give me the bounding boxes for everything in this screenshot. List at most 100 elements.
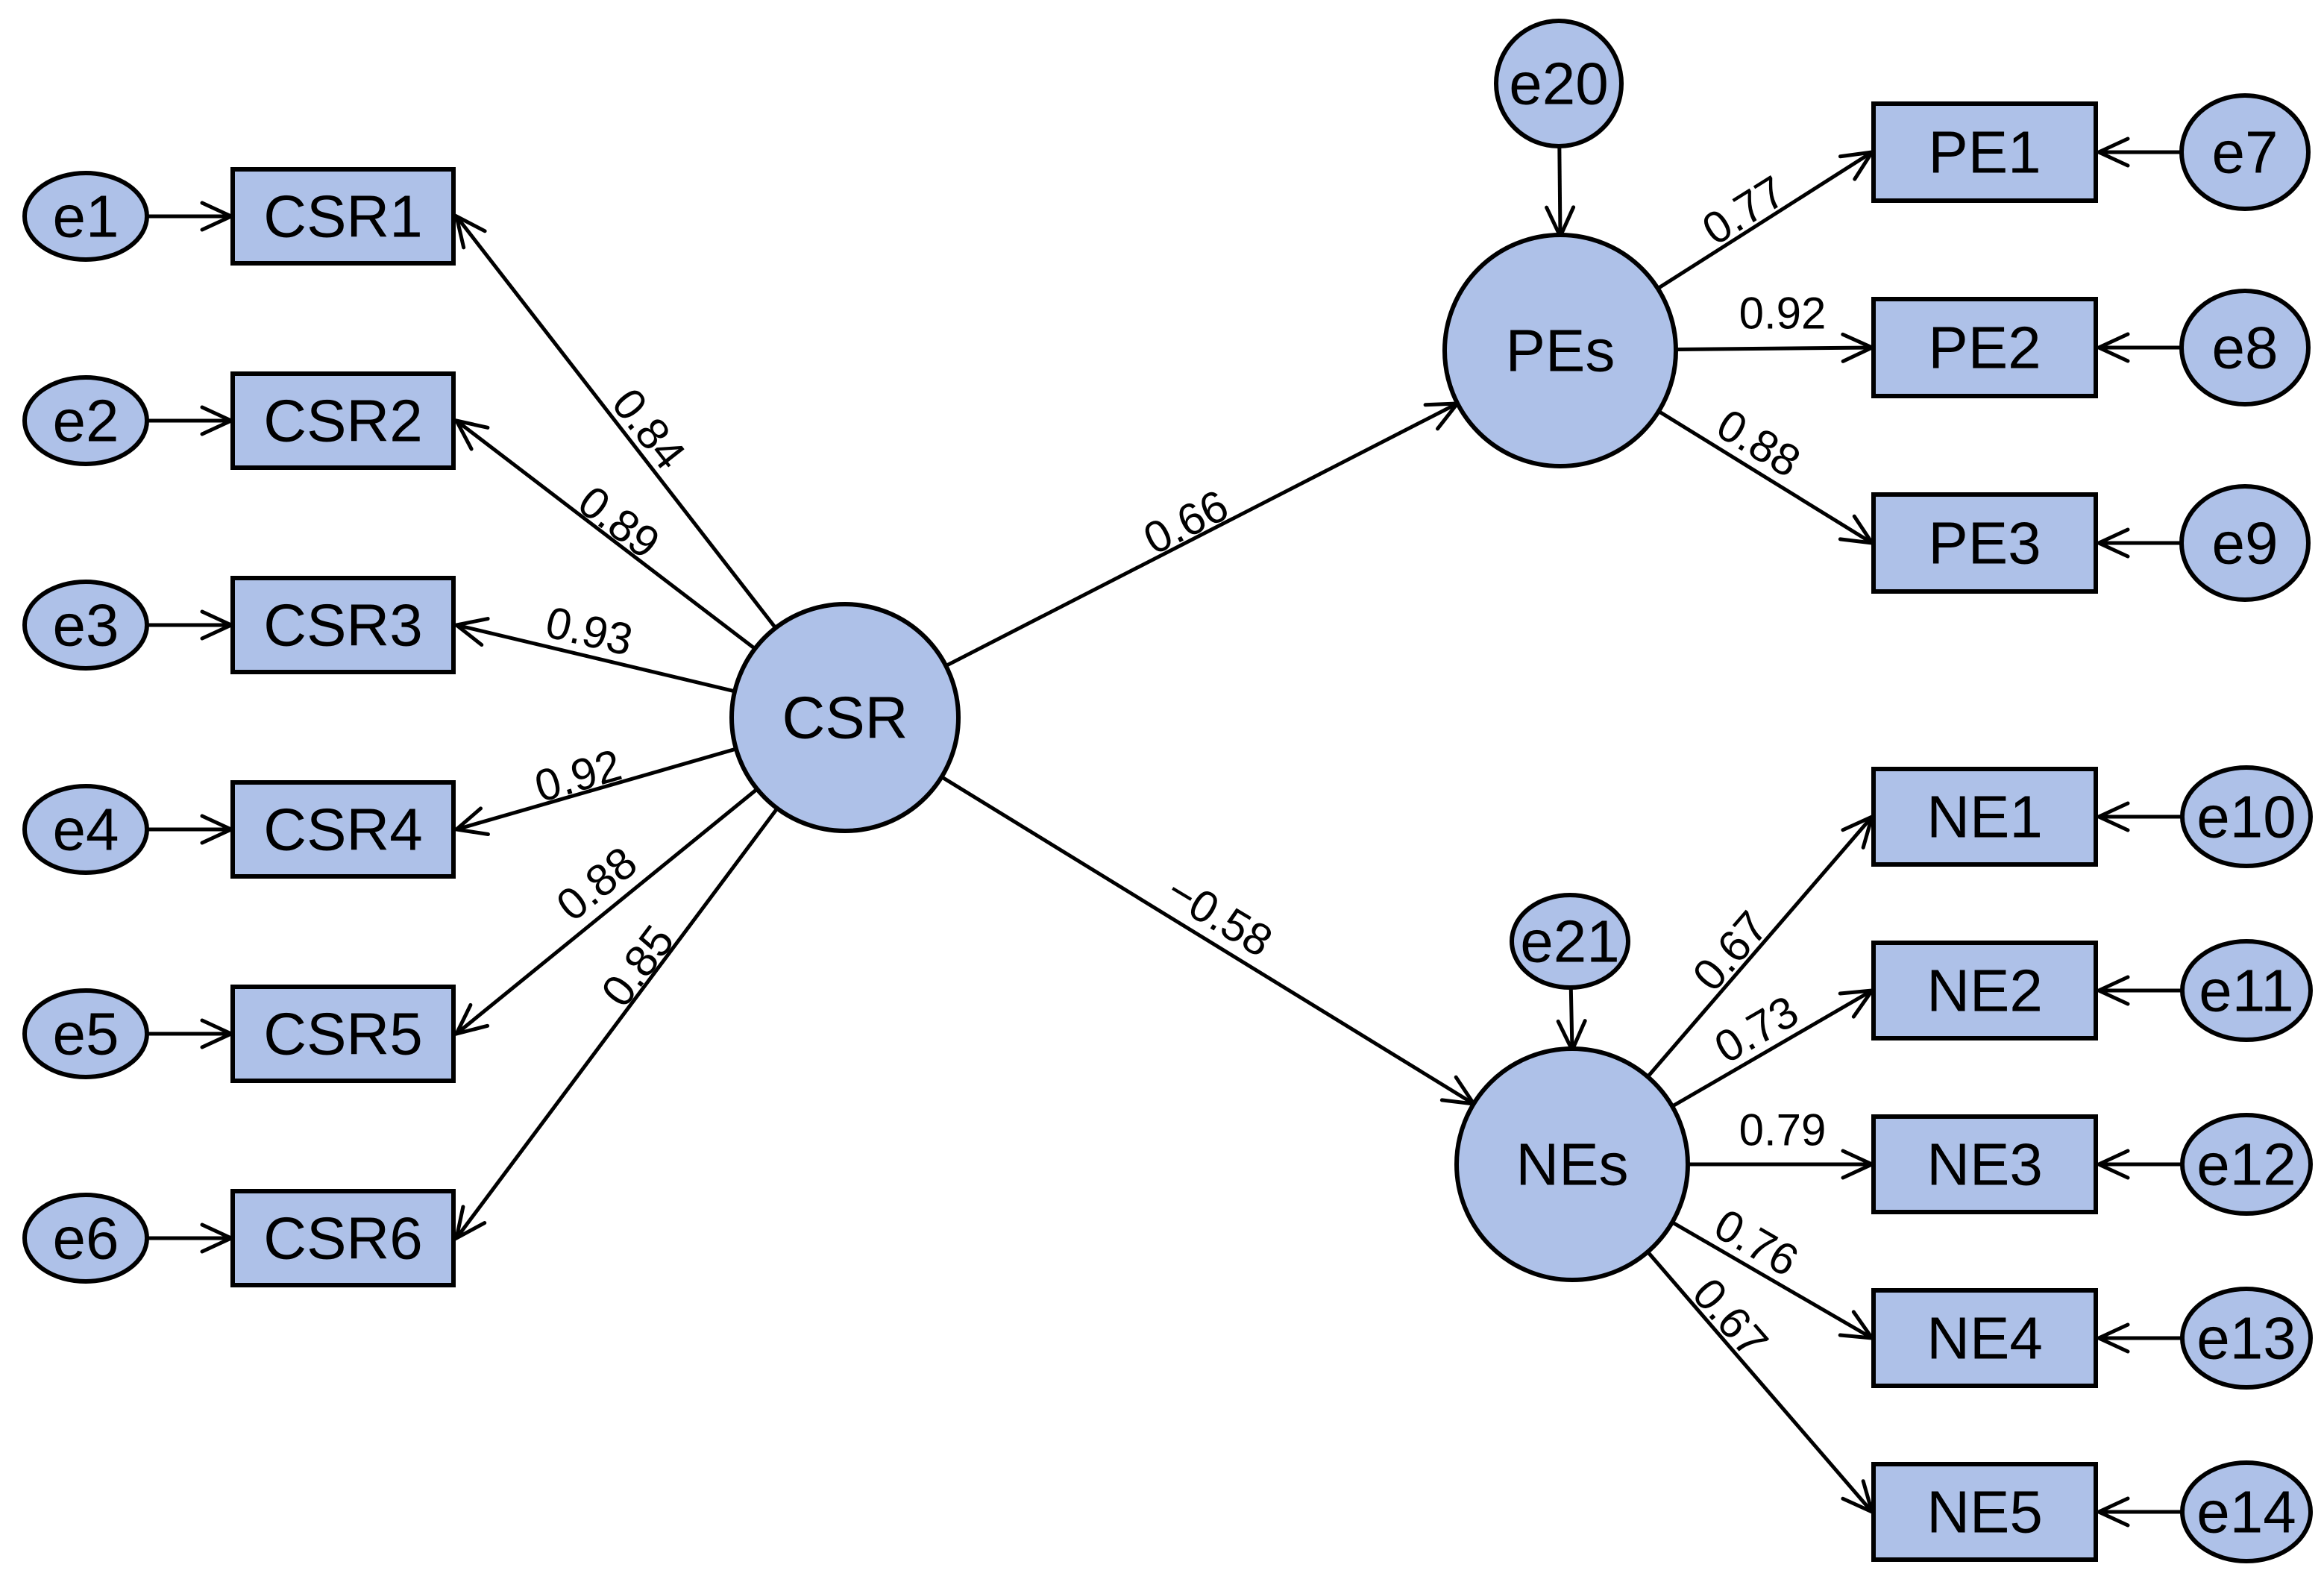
error-label-e12: e12 (2196, 1131, 2296, 1198)
error-label-e13: e13 (2196, 1305, 2296, 1372)
error-node-e6: e6 (22, 1193, 149, 1284)
error-node-e12: e12 (2180, 1113, 2313, 1216)
indicator-node-CSR2: CSR2 (230, 371, 456, 470)
error-node-e2: e2 (22, 375, 149, 466)
error-ellipse-e6 (22, 1193, 149, 1284)
error-label-e21: e21 (1520, 908, 1619, 975)
indicator-label-CSR6: CSR6 (263, 1205, 422, 1272)
error-ellipse-e2 (22, 375, 149, 466)
indicator-node-PE2: PE2 (1871, 297, 2098, 398)
indicator-rect-NE4 (1871, 1288, 2098, 1388)
indicator-label-CSR5: CSR5 (263, 1001, 422, 1067)
coefficient-label-csr-to-pes: 0.66 (1136, 480, 1236, 565)
error-label-e5: e5 (53, 1001, 119, 1067)
indicator-rect-NE1 (1871, 767, 2098, 867)
coefficient-label-pes-to-pe2: 0.92 (1739, 289, 1827, 339)
indicator-node-NE1: NE1 (1871, 767, 2098, 867)
error-ellipse-e21 (1510, 893, 1630, 990)
error-label-e3: e3 (53, 592, 119, 659)
indicator-node-CSR1: CSR1 (230, 167, 456, 266)
error-label-e14: e14 (2196, 1479, 2296, 1545)
indicator-label-NE2: NE2 (1926, 958, 2043, 1024)
error-label-e9: e9 (2212, 510, 2279, 577)
indicator-label-PE3: PE3 (1928, 510, 2041, 577)
coefficient-label-csr-to-csr5: 0.88 (547, 837, 647, 931)
coefficient-label-pes-to-pe1: 0.77 (1694, 166, 1794, 255)
indicator-rect-CSR5 (230, 985, 456, 1083)
error-label-e7: e7 (2212, 119, 2279, 186)
indicator-node-PE1: PE1 (1871, 101, 2098, 203)
latent-label-CSR: CSR (782, 685, 908, 751)
error-node-e10: e10 (2180, 765, 2313, 868)
indicator-rect-NE2 (1871, 941, 2098, 1040)
coefficient-label-csr-to-csr4: 0.92 (530, 740, 627, 812)
indicator-label-CSR3: CSR3 (263, 592, 422, 659)
error-node-e14: e14 (2180, 1460, 2313, 1563)
indicator-node-NE2: NE2 (1871, 941, 2098, 1040)
latent-node-PEs: PEs (1442, 233, 1678, 468)
indicator-rect-CSR1 (230, 167, 456, 266)
latent-label-PEs: PEs (1506, 318, 1615, 384)
indicator-node-CSR6: CSR6 (230, 1189, 456, 1287)
indicator-node-CSR5: CSR5 (230, 985, 456, 1083)
indicator-rect-NE5 (1871, 1462, 2098, 1562)
error-node-e21: e21 (1510, 893, 1630, 990)
indicator-rect-NE3 (1871, 1114, 2098, 1214)
error-label-e20: e20 (1509, 51, 1608, 117)
indicator-rect-PE1 (1871, 101, 2098, 203)
indicator-node-NE4: NE4 (1871, 1288, 2098, 1388)
error-ellipse-e4 (22, 784, 149, 875)
indicator-label-NE1: NE1 (1926, 784, 2043, 850)
indicator-label-NE4: NE4 (1926, 1305, 2043, 1372)
error-label-e10: e10 (2196, 784, 2296, 850)
indicator-label-CSR4: CSR4 (263, 797, 422, 863)
arrow-csr-to-nes (844, 715, 1474, 1104)
coefficient-label-nes-to-ne1: 0.67 (1683, 902, 1777, 1000)
error-ellipse-e8 (2179, 289, 2311, 407)
latent-circle-PEs (1442, 233, 1678, 468)
indicator-rect-CSR4 (230, 780, 456, 879)
coefficient-label-csr-to-csr1: 0.84 (603, 379, 696, 478)
error-ellipse-e5 (22, 988, 149, 1079)
indicator-node-NE5: NE5 (1871, 1462, 2098, 1562)
indicator-node-NE3: NE3 (1871, 1114, 2098, 1214)
coefficient-label-nes-to-ne3: 0.79 (1739, 1105, 1827, 1155)
error-label-e6: e6 (53, 1205, 119, 1272)
error-ellipse-e7 (2179, 93, 2311, 211)
indicator-node-CSR4: CSR4 (230, 780, 456, 879)
error-node-e11: e11 (2180, 939, 2313, 1042)
error-node-e8: e8 (2179, 289, 2311, 407)
indicator-rect-CSR2 (230, 371, 456, 470)
indicator-rect-CSR3 (230, 576, 456, 674)
latent-node-CSR: CSR (729, 602, 961, 833)
latent-label-NEs: NEs (1516, 1131, 1628, 1198)
error-ellipse-e1 (22, 171, 149, 262)
error-label-e1: e1 (53, 183, 119, 250)
coefficient-label-csr-to-nes: −0.58 (1158, 865, 1281, 967)
latent-circle-CSR (729, 602, 961, 833)
indicator-rect-CSR6 (230, 1189, 456, 1287)
error-node-e20: e20 (1494, 19, 1624, 148)
indicator-label-NE3: NE3 (1926, 1131, 2043, 1198)
error-ellipse-e9 (2179, 484, 2311, 602)
error-node-e5: e5 (22, 988, 149, 1079)
indicator-label-NE5: NE5 (1926, 1479, 2043, 1545)
indicator-label-PE1: PE1 (1928, 119, 2041, 186)
error-ellipse-e12 (2180, 1113, 2313, 1216)
error-node-e3: e3 (22, 580, 149, 671)
error-ellipse-e13 (2180, 1287, 2313, 1390)
coefficient-label-nes-to-ne5: 0.67 (1683, 1269, 1777, 1367)
indicator-label-PE2: PE2 (1928, 315, 2041, 381)
error-ellipse-e14 (2180, 1460, 2313, 1563)
error-label-e11: e11 (2199, 958, 2294, 1024)
error-label-e8: e8 (2212, 315, 2279, 381)
error-ellipse-e3 (22, 580, 149, 671)
error-node-e7: e7 (2179, 93, 2311, 211)
error-node-e9: e9 (2179, 484, 2311, 602)
indicator-rect-PE2 (1871, 297, 2098, 398)
indicator-label-CSR2: CSR2 (263, 388, 422, 454)
coefficient-label-csr-to-csr3: 0.93 (541, 597, 638, 665)
error-label-e4: e4 (53, 797, 119, 863)
